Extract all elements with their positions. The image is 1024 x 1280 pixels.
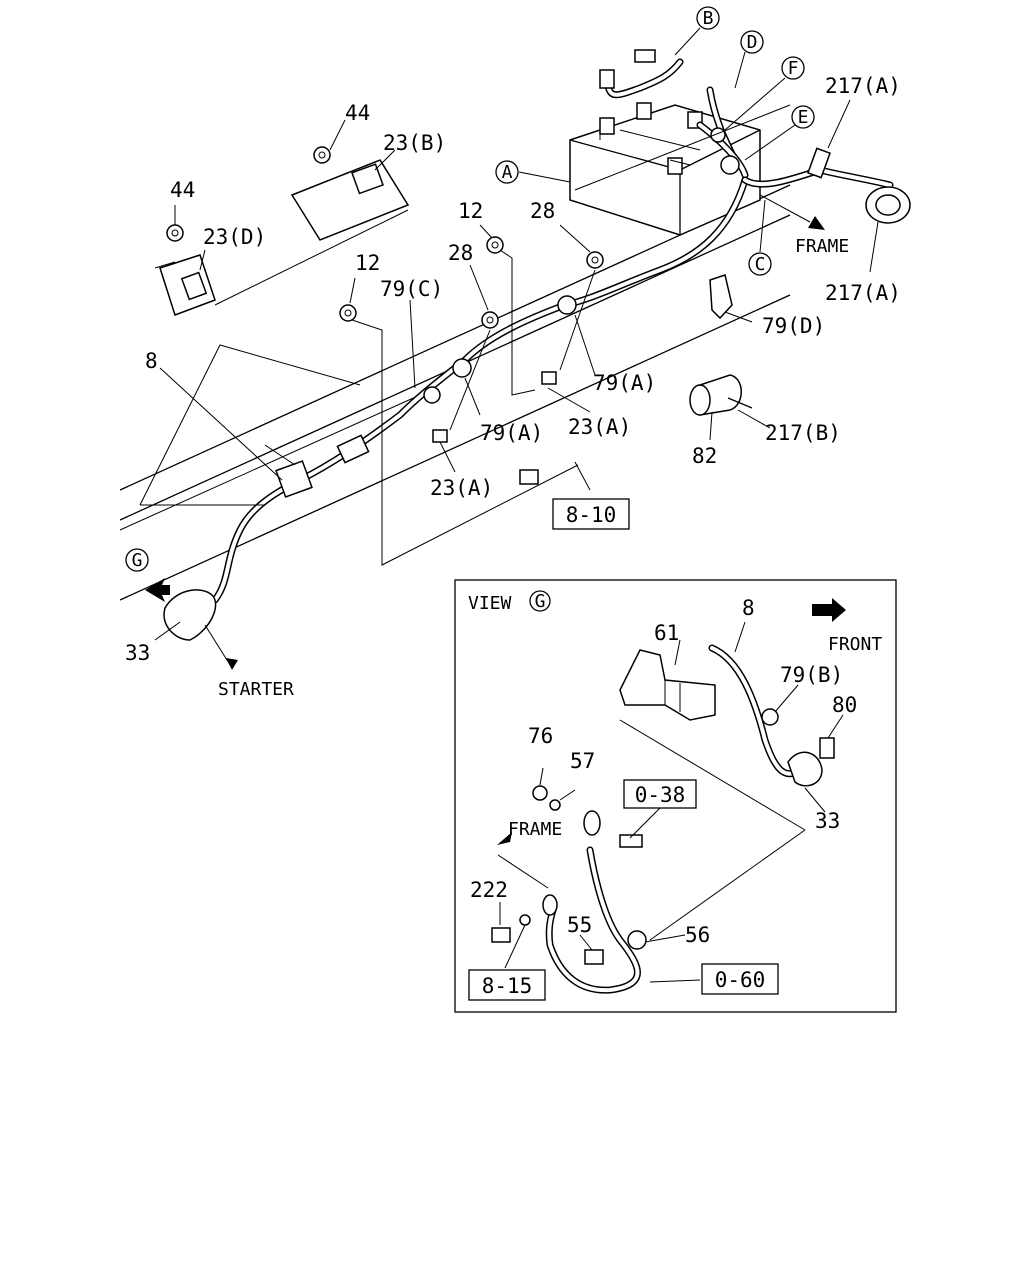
svg-text:F: F: [788, 58, 799, 79]
bolt-23a-1: [432, 429, 448, 443]
clip-79c: [423, 386, 441, 404]
label-12a: 12: [458, 199, 483, 223]
view-clip-79b: [761, 708, 779, 726]
connector-2: [336, 434, 370, 464]
circle-marker-a: A: [495, 160, 519, 184]
view-label-55: 55: [567, 913, 592, 937]
svg-text:D: D: [747, 32, 758, 53]
label-8: 8: [145, 349, 158, 373]
svg-text:B: B: [703, 8, 714, 29]
label-79c: 79(C): [380, 277, 443, 301]
view-label-frame: FRAME: [508, 819, 562, 840]
nut-28b: [586, 251, 604, 269]
svg-text:C: C: [755, 254, 766, 275]
view-bolt-55: [584, 949, 604, 965]
label-23b: 23(B): [383, 131, 446, 155]
label-23d: 23(D): [203, 225, 266, 249]
ref-0-38: 0-38: [635, 783, 686, 807]
circle-marker-d: D: [740, 30, 764, 54]
svg-text:E: E: [798, 107, 809, 128]
view-label-61: 61: [654, 621, 679, 645]
label-23a-2: 23(A): [568, 415, 631, 439]
circle-marker-c: C: [748, 252, 772, 276]
circle-marker-b: B: [696, 6, 720, 30]
view-bolt-038: [619, 834, 643, 848]
nut-12b: [339, 304, 357, 322]
view-label-33: 33: [815, 809, 840, 833]
label-217a-2: 217(A): [825, 281, 901, 305]
connector: [275, 460, 313, 498]
ref-8-15: 8-15: [482, 974, 533, 998]
label-frame-top: FRAME: [795, 236, 849, 257]
nut-12a: [486, 236, 504, 254]
view-bolt-222: [491, 927, 511, 943]
view-label-222: 222: [470, 878, 508, 902]
label-79a-1: 79(A): [480, 421, 543, 445]
bolt-23a-2: [541, 371, 557, 385]
view-label-79b: 79(B): [780, 663, 843, 687]
view-label-56: 56: [685, 923, 710, 947]
ref-0-60: 0-60: [715, 968, 766, 992]
svg-text:G: G: [132, 550, 143, 571]
view-terminal-cover: [787, 751, 823, 787]
label-82: 82: [692, 444, 717, 468]
view-nut-76: [532, 785, 548, 801]
view-washer: [519, 914, 531, 926]
starter-terminal-cover: [163, 589, 217, 641]
nut-44a: [313, 146, 331, 164]
ref-8-10: 8-10: [566, 503, 617, 527]
terminal-b: [599, 69, 615, 89]
view-arrow-g: [145, 578, 170, 602]
part-82: [689, 374, 753, 416]
label-starter: STARTER: [218, 679, 294, 700]
clip-79a-2: [557, 295, 577, 315]
view-label-57: 57: [570, 749, 595, 773]
label-23a-1: 23(A): [430, 476, 493, 500]
leader-lines: [139, 27, 879, 641]
view-lug-top: [583, 810, 601, 836]
label-12b: 12: [355, 251, 380, 275]
nut-28a: [481, 311, 499, 329]
circle-marker-g: G: [125, 548, 149, 572]
label-217a-1: 217(A): [825, 74, 901, 98]
label-28a: 28: [448, 241, 473, 265]
view-frame-arrow: [497, 832, 512, 845]
label-44a: 44: [345, 101, 370, 125]
view-lug-bottom: [542, 894, 558, 916]
circle-marker-e: E: [791, 105, 815, 129]
label-44b: 44: [170, 178, 195, 202]
label-217b: 217(B): [765, 421, 841, 445]
ref-box-0-38: [623, 779, 697, 809]
bracket-23b: [290, 159, 410, 241]
terminal-b2: [634, 49, 656, 63]
clip-79d: [709, 274, 733, 320]
label-28b: 28: [530, 199, 555, 223]
ref-box-0-60: [701, 963, 779, 995]
svg-text:A: A: [502, 162, 513, 183]
relay-part: [519, 469, 539, 485]
view-circle-letter: G: [535, 591, 546, 612]
view-label-8: 8: [742, 596, 755, 620]
view-label-80: 80: [832, 693, 857, 717]
label-79a-2: 79(A): [593, 371, 656, 395]
ref-box-8-15: [468, 969, 546, 1001]
label-33: 33: [125, 641, 150, 665]
front-arrow: [812, 598, 846, 622]
label-79d: 79(D): [762, 314, 825, 338]
view-label-front: FRONT: [828, 634, 882, 655]
ref-box-8-10: [552, 498, 630, 530]
circle-marker-f: F: [781, 56, 805, 80]
view-bolt-80: [819, 737, 835, 759]
view-g-panel: VIEW G FRONT: [454, 579, 897, 1013]
view-washer-57: [549, 799, 561, 811]
nut-44b: [166, 224, 184, 242]
clip-79a-1: [452, 358, 472, 378]
view-clamp-56: [627, 930, 647, 950]
bracket-61: [619, 649, 716, 721]
view-title: VIEW: [468, 593, 512, 614]
view-label-76: 76: [528, 724, 553, 748]
